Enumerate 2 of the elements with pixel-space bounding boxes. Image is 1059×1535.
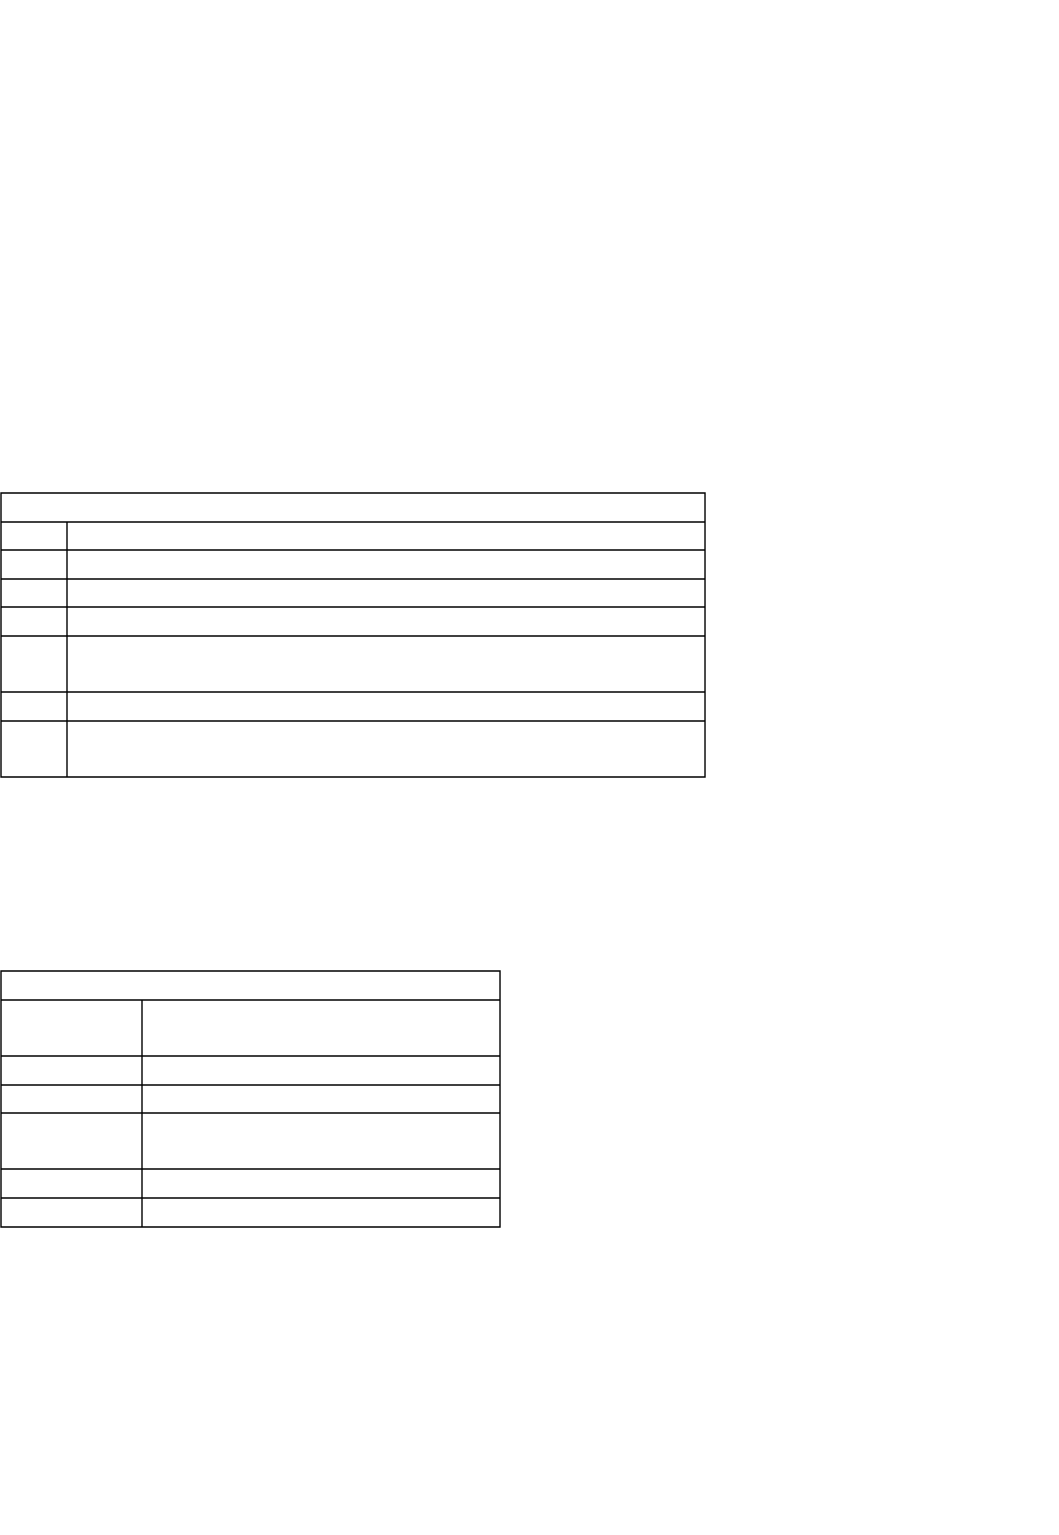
table-grid: [0, 970, 501, 1228]
table-grid: [0, 492, 706, 778]
